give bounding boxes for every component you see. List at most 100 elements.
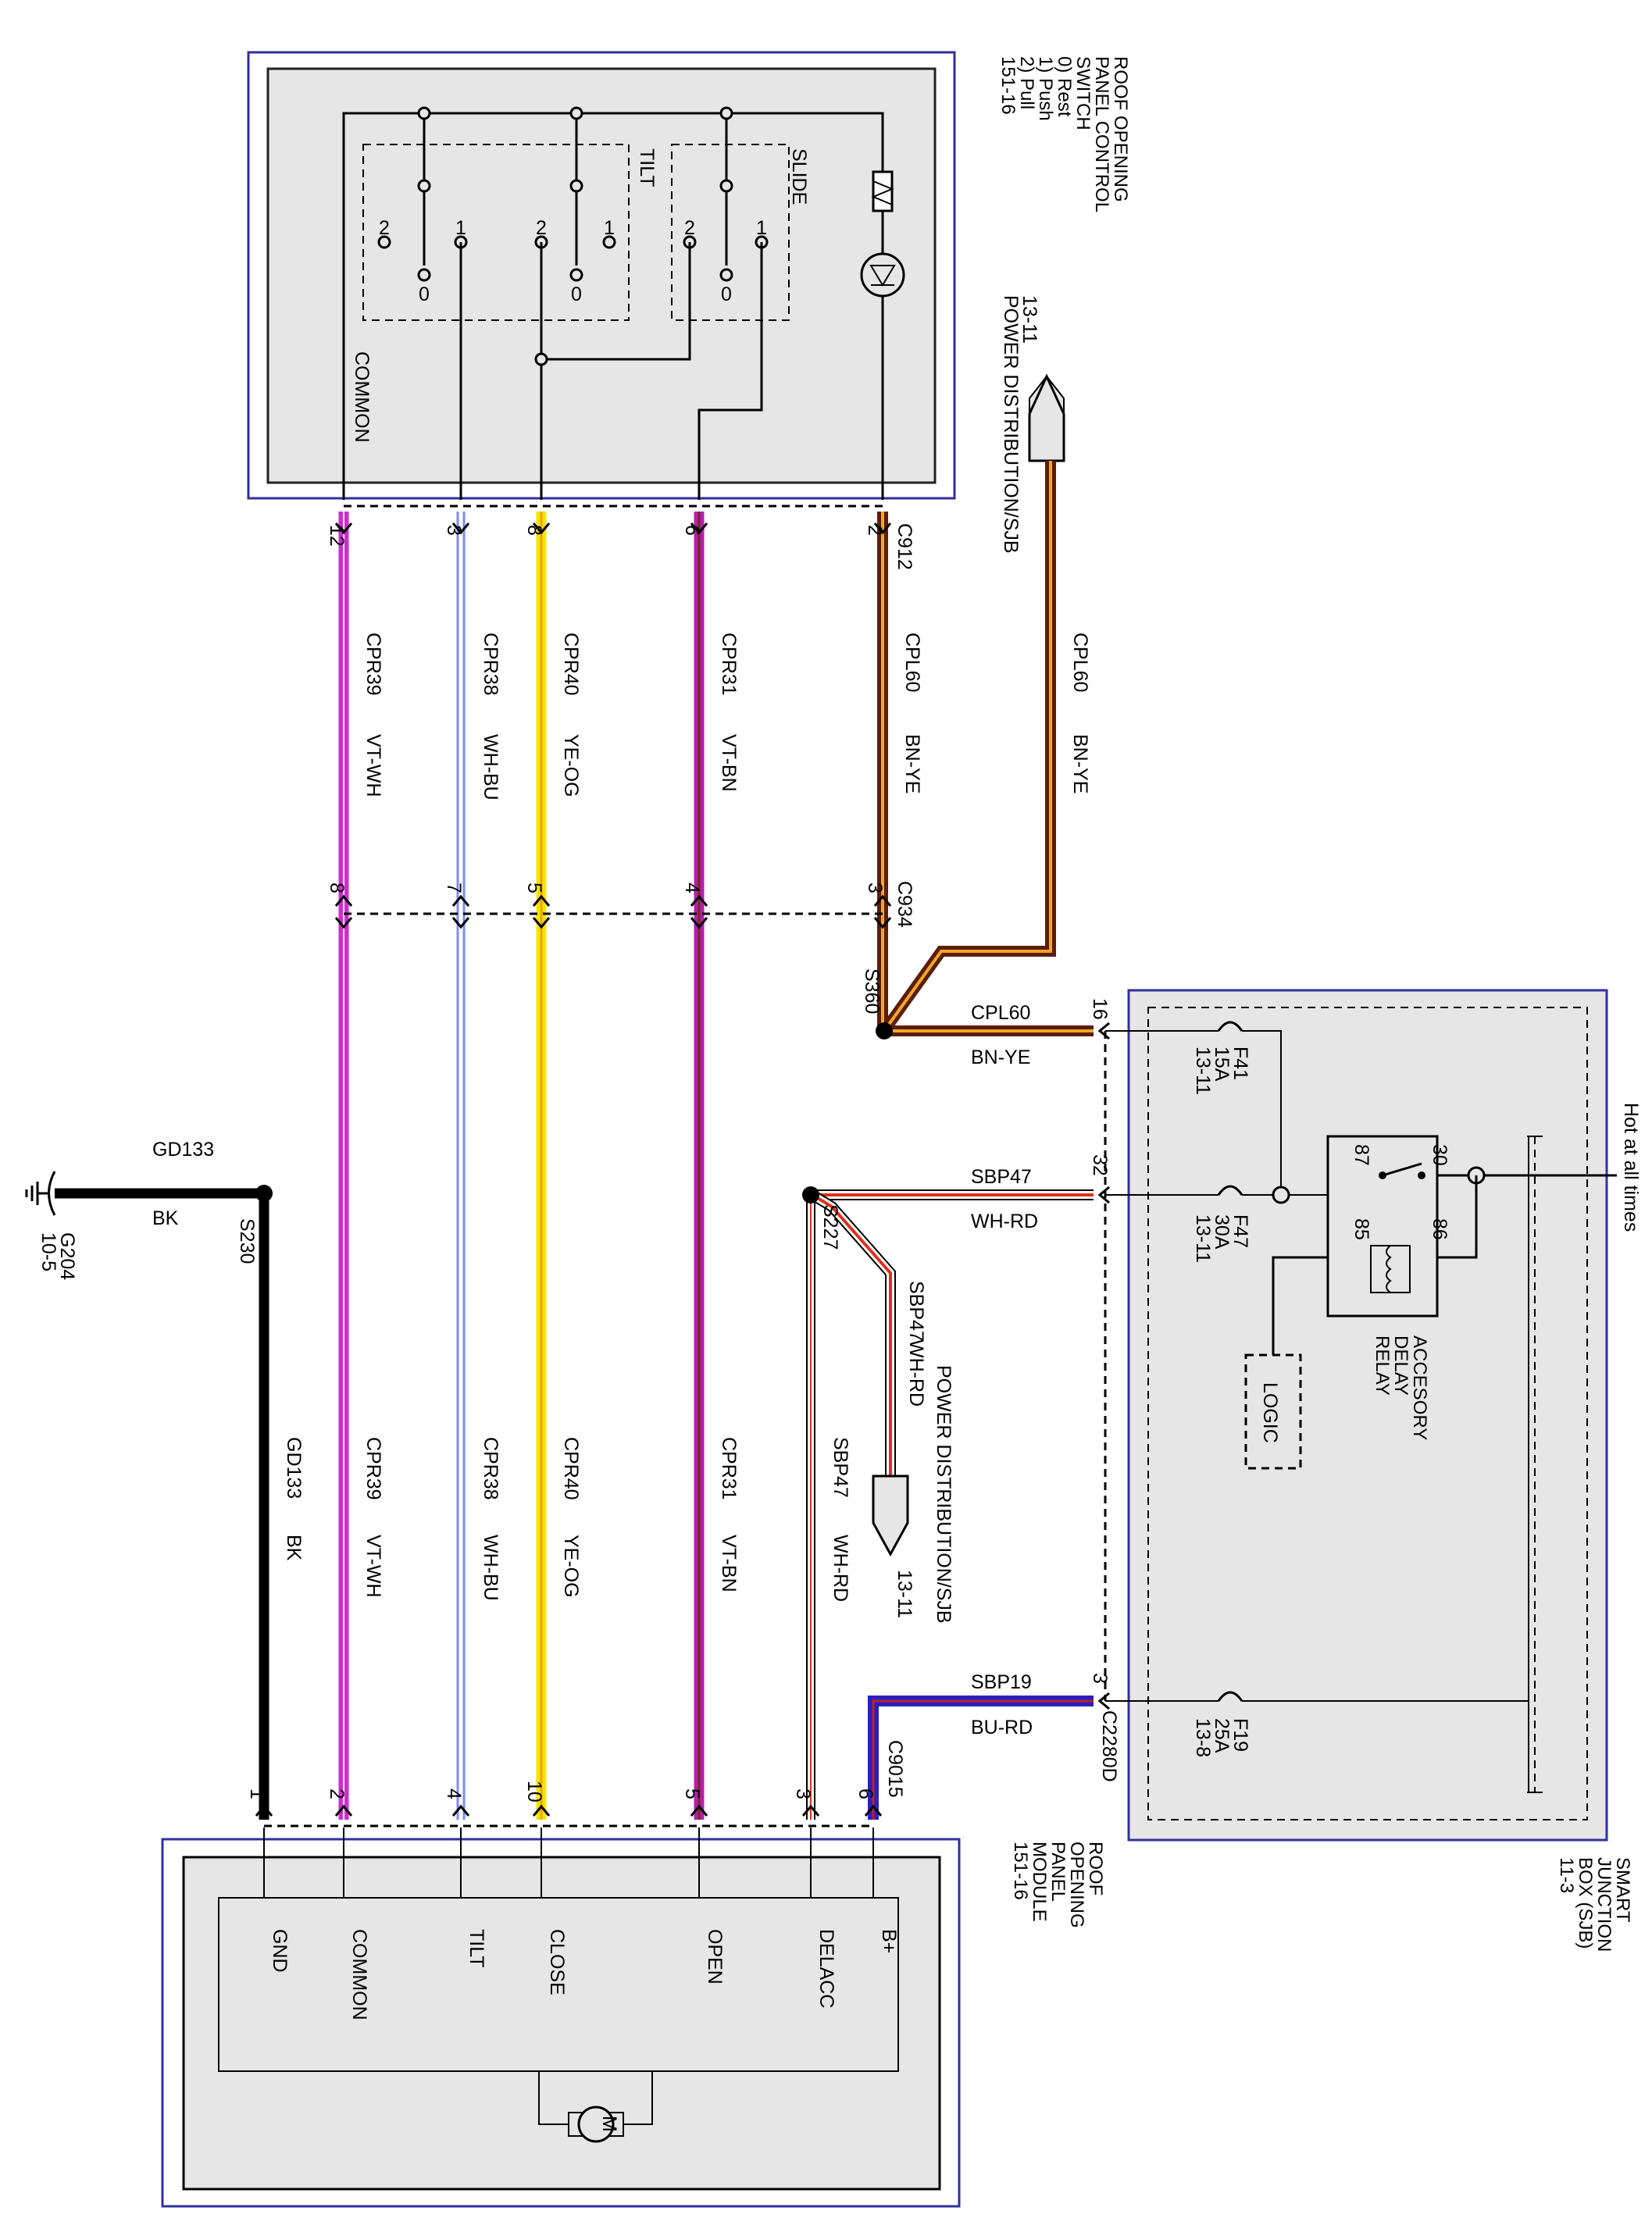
c934-label: C934 — [894, 881, 915, 928]
relay-85-line — [1272, 1256, 1328, 1355]
wire-sbp19-stripe — [872, 1699, 1094, 1820]
power-connector-mid — [872, 1475, 909, 1557]
resistor-zigzag — [871, 180, 894, 205]
c2280d-label: C2280D — [1098, 1710, 1120, 1782]
gd133-color: BK — [152, 1207, 179, 1229]
label-cpl60-sjb: CPL60 — [971, 1002, 1030, 1024]
relay-pin-87: 87 — [1351, 1144, 1372, 1166]
pos-1: 1 — [756, 217, 767, 239]
splice-s360 — [876, 1022, 893, 1039]
pd-top-num: 13-11 — [1019, 295, 1040, 344]
module-inner — [218, 1897, 899, 2072]
pin-c912-cpr31: 6 — [681, 525, 703, 536]
roof-switch: ROOF OPENING PANEL CONTROL SWITCH 0) Res… — [247, 51, 1131, 500]
contact — [569, 106, 583, 120]
pin-c912-cpl60: 2 — [864, 525, 886, 536]
pin-c9015-cpr39: 2 — [326, 1788, 348, 1799]
pos-2: 2 — [536, 217, 547, 239]
pin-c9015-sbp47: 3 — [792, 1788, 814, 1799]
label-cpr31-color: VT-BN — [718, 734, 740, 792]
splice-s227 — [802, 1186, 819, 1203]
relay-coil-winding — [1386, 1245, 1392, 1293]
f41-rating: 15A — [1211, 1047, 1233, 1082]
label-cpl60-feed-color: BN-YE — [1069, 734, 1091, 793]
pin-c912-cpr40: 8 — [523, 525, 545, 536]
switch-title-2: PANEL CONTROL — [1091, 56, 1112, 212]
contact — [719, 106, 733, 120]
module-title-1: ROOF — [1085, 1842, 1106, 1895]
c912-label: C912 — [894, 523, 915, 570]
pos-0: 0 — [721, 283, 732, 305]
s227-label: S227 — [819, 1204, 841, 1250]
logic-label: LOGIC — [1259, 1382, 1281, 1443]
contact — [719, 268, 733, 282]
module-pin-leads — [263, 1828, 874, 1898]
f47-junction — [1272, 1186, 1290, 1204]
pin-c9015-cpr38: 4 — [443, 1788, 465, 1799]
sjb-title-1: SMART — [1612, 1857, 1633, 1923]
gd133-circuit: GD133 — [152, 1139, 214, 1161]
label-cpr39: CPR39 — [362, 633, 384, 696]
power-dist-top: 13-11 POWER DISTRIBUTION/SJB — [1000, 295, 1065, 554]
common-label: COMMON — [351, 351, 373, 443]
wire-labels-lower: CPR31 VT-BN CPR40 YE-OG CPR38 WH-BU CPR3… — [283, 1281, 927, 1602]
label-cpr38: CPR38 — [480, 633, 501, 696]
pin-c934-cpr39: 8 — [326, 883, 348, 893]
switch-title-1: ROOF OPENING — [1110, 56, 1131, 202]
led-triangle — [869, 265, 896, 287]
pos-2: 2 — [379, 217, 390, 239]
g204-label: G204 — [56, 1232, 78, 1280]
pin-close: CLOSE — [546, 1929, 568, 1995]
pin-c934-cpr38: 7 — [443, 883, 465, 893]
fuse-f41-icon — [1217, 1021, 1243, 1032]
f19-page: 13-8 — [1192, 1718, 1214, 1757]
label-sbp47-pd: SBP47 — [905, 1281, 927, 1342]
sjb-inner — [1147, 1007, 1588, 1820]
contact — [417, 268, 431, 282]
pin-c912-cpr38: 3 — [443, 525, 465, 536]
label-sbp47-pd-color: WH-RD — [905, 1339, 927, 1407]
sjb-title-4: 11-3 — [1556, 1857, 1577, 1893]
f47-name: F47 — [1229, 1214, 1251, 1248]
tilt-group — [362, 144, 630, 321]
label-sbp47-sjb-color: WH-RD — [971, 1211, 1038, 1232]
slide-group — [671, 144, 790, 321]
power-connector-top — [1028, 373, 1065, 462]
pd-mid-num: 13-11 — [894, 1570, 915, 1618]
slide-label: SLIDE — [788, 148, 810, 205]
pos-0: 0 — [571, 283, 582, 305]
connector-arrows — [255, 522, 1110, 1817]
contact — [417, 106, 431, 120]
f19-rating: 25A — [1211, 1718, 1233, 1753]
s360-label: S360 — [861, 968, 883, 1014]
label-sbp19-sjb: SBP19 — [971, 1671, 1032, 1693]
pin-c9015-gd133: 1 — [246, 1788, 268, 1799]
switch-box — [266, 67, 937, 484]
junction — [534, 352, 548, 366]
label-cpl60-color: BN-YE — [901, 734, 923, 793]
relay-title-2: DELAY — [1390, 1335, 1411, 1396]
label-cpl60-feed: CPL60 — [1069, 633, 1091, 692]
label-cpr39-lower-color: VT-WH — [362, 1535, 384, 1598]
label-cpl60-sjb-color: BN-YE — [971, 1047, 1030, 1068]
label-cpr40-lower-color: YE-OG — [560, 1535, 582, 1598]
label-cpr39-color: VT-WH — [362, 734, 384, 797]
pin-c934-cpr40: 5 — [523, 883, 545, 893]
logic-box — [1244, 1353, 1302, 1470]
label-sbp47-lower-color: WH-RD — [830, 1535, 851, 1602]
pin-b-plus: B+ — [878, 1929, 900, 1953]
label-cpr40: CPR40 — [560, 633, 582, 696]
switch-title-7: 151-16 — [997, 56, 1019, 115]
pin-gnd: GND — [269, 1929, 291, 1973]
pos-0: 0 — [419, 283, 430, 305]
label-cpr38-lower-color: WH-BU — [480, 1535, 501, 1601]
label-gd133-lower: GD133 — [283, 1437, 305, 1499]
f47-page: 13-11 — [1192, 1214, 1214, 1263]
relay-pin-30: 30 — [1429, 1144, 1450, 1166]
label-sbp47-lower: SBP47 — [830, 1437, 851, 1498]
pins-c9015: 6 3 5 10 4 2 1 — [246, 1781, 876, 1803]
pin-tilt: TILT — [466, 1929, 487, 1968]
label-cpr38-color: WH-BU — [480, 734, 501, 801]
relay-box — [1326, 1135, 1439, 1318]
